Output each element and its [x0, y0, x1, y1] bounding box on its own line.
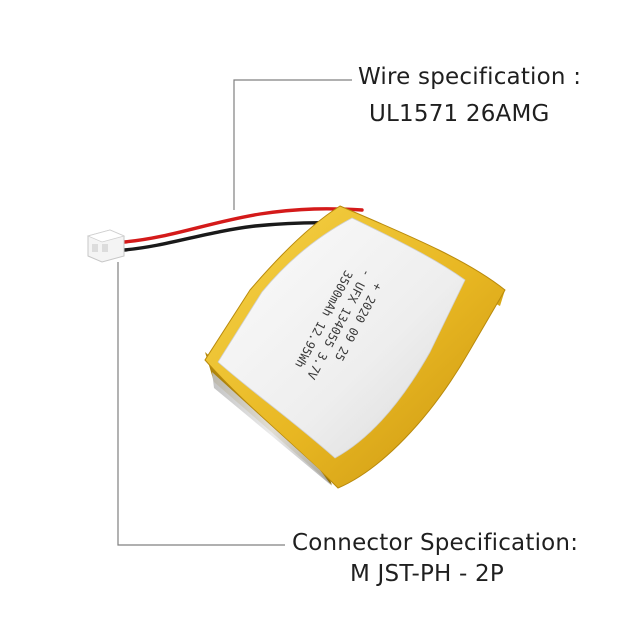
red-wire [122, 207, 364, 244]
wire-spec-value: UL1571 26AMG [369, 101, 550, 127]
connector-spec-value: M JST-PH - 2P [350, 561, 504, 587]
connector-spec-title: Connector Specification: [292, 530, 579, 556]
battery-pouch: + 2020 09 25 - UFX 134055 3.7V 3500mAh 1… [204, 205, 506, 489]
jst-connector [86, 229, 126, 263]
connector-callout-line [117, 262, 285, 546]
wire-callout-line [233, 79, 352, 210]
wire-spec-title: Wire specification : [358, 64, 582, 90]
